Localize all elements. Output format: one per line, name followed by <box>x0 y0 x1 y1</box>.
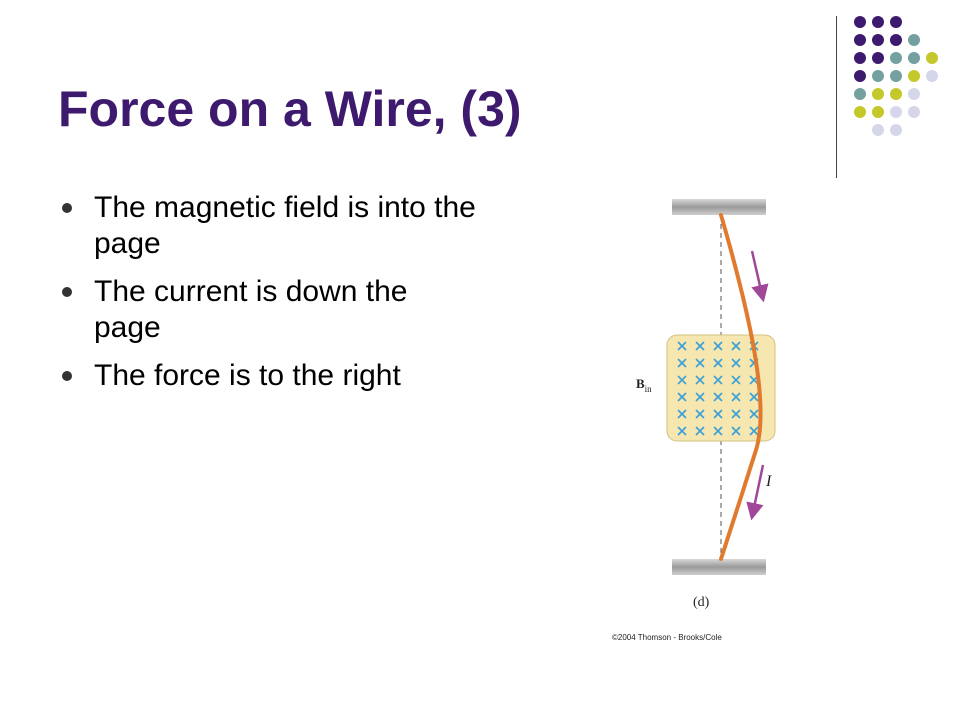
decorative-dot <box>890 88 902 100</box>
decorative-dot <box>926 70 938 82</box>
decorative-dot <box>890 124 902 136</box>
decorative-dot <box>890 70 902 82</box>
field-x-marker <box>731 341 741 351</box>
field-x-marker <box>695 409 705 419</box>
slide-title: Force on a Wire, (3) <box>58 81 522 137</box>
field-x-marker <box>695 426 705 436</box>
field-x-marker <box>731 409 741 419</box>
magnetic-field-region <box>666 334 776 442</box>
decorative-dot <box>854 70 866 82</box>
decorative-dot <box>890 106 902 118</box>
decorative-dot <box>890 52 902 64</box>
decorative-dot <box>854 16 866 28</box>
field-x-marker <box>695 358 705 368</box>
field-into-page-markers <box>677 341 759 436</box>
decorative-dot <box>854 88 866 100</box>
field-x-marker <box>677 358 687 368</box>
top-support-bar <box>672 199 766 215</box>
field-x-marker <box>713 392 723 402</box>
decorative-dot <box>854 52 866 64</box>
decorative-divider-line <box>836 16 837 178</box>
decorative-dot <box>872 88 884 100</box>
decorative-dot <box>872 70 884 82</box>
field-x-marker <box>749 409 759 419</box>
decorative-dot-grid <box>854 16 938 136</box>
field-x-marker <box>695 392 705 402</box>
figure-caption: (d) <box>693 595 710 610</box>
decorative-dot <box>854 34 866 46</box>
bullet-dot-icon <box>62 287 72 297</box>
decorative-dot <box>908 106 920 118</box>
decorative-dot <box>908 34 920 46</box>
field-x-marker <box>749 426 759 436</box>
field-x-marker <box>713 375 723 385</box>
field-x-marker <box>677 392 687 402</box>
bullet-text: The magnetic field is into the page <box>94 191 476 260</box>
field-x-marker <box>731 426 741 436</box>
decorative-dot <box>872 106 884 118</box>
field-x-marker <box>731 358 741 368</box>
bullet-text: The force is to the right <box>94 359 401 392</box>
bullet-dot-icon <box>62 203 72 213</box>
decorative-dot <box>890 16 902 28</box>
decorative-dot <box>926 52 938 64</box>
copyright-credit: ©2004 Thomson - Brooks/Cole <box>612 633 722 642</box>
wire-force-diagram: Bin I (d) ©2004 Thomson - Brooks/Cole <box>612 199 776 642</box>
current-carrying-wire <box>719 213 763 561</box>
field-x-marker <box>713 358 723 368</box>
field-x-marker <box>731 375 741 385</box>
decorative-dot <box>872 34 884 46</box>
bullet-item: The force is to the right <box>58 358 478 394</box>
decorative-dot <box>908 52 920 64</box>
decorative-dot <box>908 70 920 82</box>
field-x-marker <box>677 341 687 351</box>
decorative-dot <box>872 124 884 136</box>
bottom-support-bar <box>672 559 766 575</box>
bullet-dot-icon <box>62 371 72 381</box>
current-label: I <box>765 473 772 490</box>
field-x-marker <box>677 375 687 385</box>
bullet-item: The current is down the page <box>58 274 478 346</box>
bullet-text: The current is down the page <box>94 275 408 344</box>
field-x-marker <box>677 409 687 419</box>
bullet-item: The magnetic field is into the page <box>58 190 478 262</box>
decorative-dot <box>908 88 920 100</box>
field-x-marker <box>713 426 723 436</box>
field-x-marker <box>713 341 723 351</box>
field-x-marker <box>731 392 741 402</box>
bullet-list: The magnetic field is into the page The … <box>58 190 478 406</box>
field-label-b: Bin <box>636 376 652 394</box>
current-arrow-upper <box>750 250 769 303</box>
field-x-marker <box>695 341 705 351</box>
decorative-dot <box>854 106 866 118</box>
decorative-dot <box>872 16 884 28</box>
field-x-marker <box>677 426 687 436</box>
field-x-marker <box>695 375 705 385</box>
field-x-marker <box>713 409 723 419</box>
decorative-dot <box>872 52 884 64</box>
current-arrow-lower <box>746 464 765 521</box>
field-x-marker <box>749 392 759 402</box>
decorative-dot <box>890 34 902 46</box>
